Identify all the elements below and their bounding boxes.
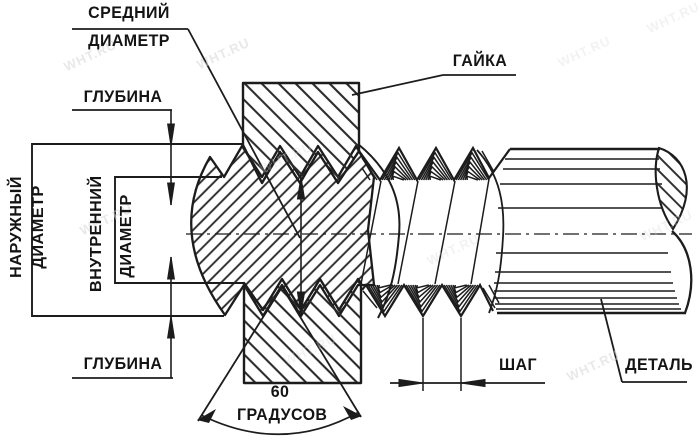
label-angle-unit: ГРАДУСОВ [237, 406, 328, 425]
label-nut: ГАЙКА [452, 52, 508, 71]
nut-lower-section [242, 277, 363, 385]
label-inner-diameter-line2: ДИАМЕТР [118, 194, 135, 278]
thread-chevrons-top [361, 150, 495, 181]
nut-leader [351, 74, 516, 96]
pitch-dimension [390, 318, 545, 391]
label-depth-bottom: ГЛУБИНА [83, 355, 163, 374]
break-curve-lower [671, 230, 693, 314]
outer-diameter-bracket [31, 143, 243, 317]
label-pitch: ШАГ [499, 356, 537, 375]
inner-diameter-bracket [114, 176, 243, 284]
part-leader [600, 298, 687, 383]
shank-shading-lines [494, 158, 681, 310]
depth-top-dimension [72, 109, 175, 206]
label-outer-diameter-line1: НАРУЖНЫЙ [8, 176, 25, 278]
label-inner-diameter-line1: ВНУТРЕННИЙ [88, 175, 105, 293]
label-outer-diameter-line2: ДИАМЕТР [30, 185, 47, 269]
angle-dimension [197, 286, 362, 436]
shank [494, 147, 693, 315]
depth-bottom-dimension [72, 256, 175, 379]
nut-upper-section [241, 81, 361, 185]
thread-flank-lines [360, 178, 490, 285]
label-part: ДЕТАЛЬ [625, 356, 693, 375]
label-mean-diameter-line1: СРЕДНИЙ [88, 4, 170, 23]
label-angle-value: 60 [270, 383, 290, 402]
label-depth-top: ГЛУБИНА [83, 88, 163, 107]
mean-diameter-dimension [72, 28, 306, 315]
thread-chevrons-bottom [362, 284, 500, 313]
break-face-lens [654, 146, 688, 231]
thread-3d-bottom [360, 178, 500, 319]
label-mean-diameter-line2: ДИАМЕТР [88, 32, 170, 51]
